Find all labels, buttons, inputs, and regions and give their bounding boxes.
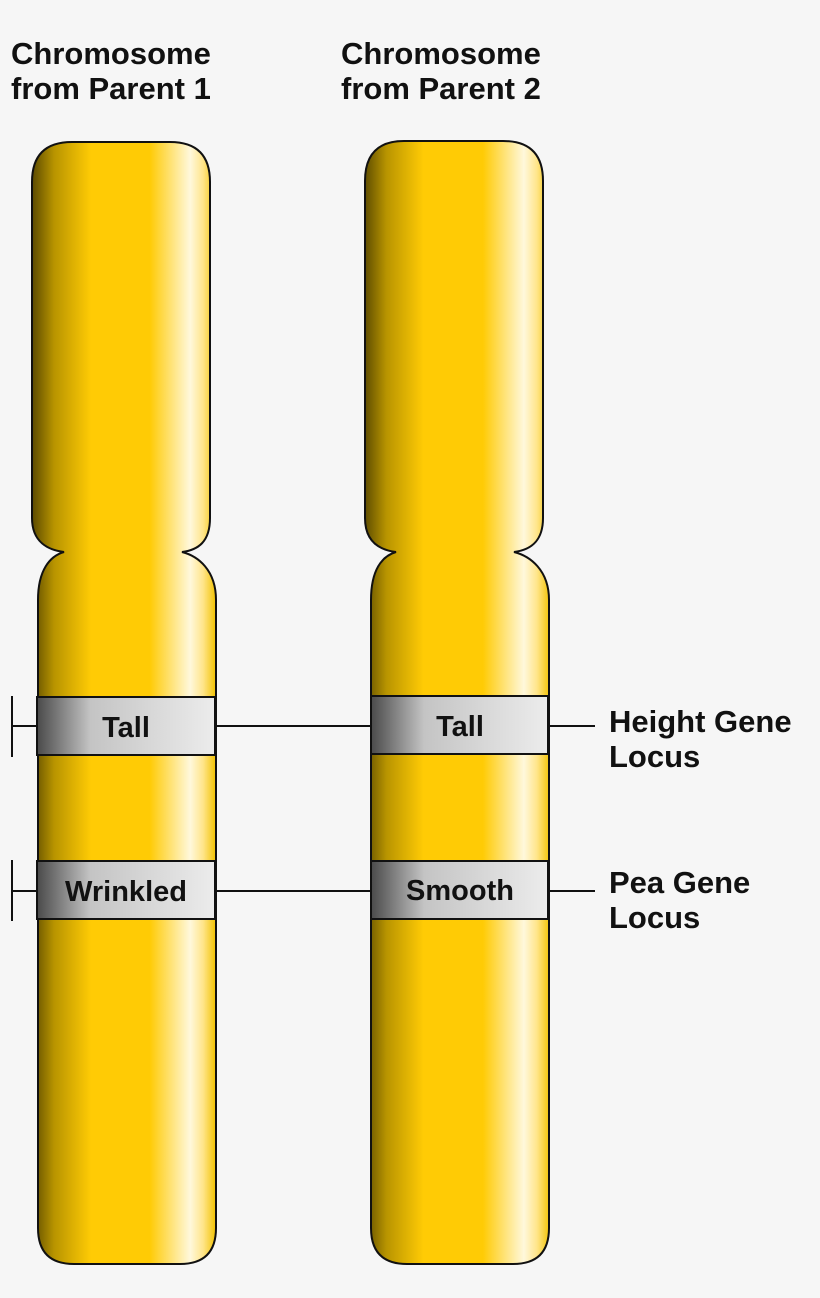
chromosome-1-band-height-label: Tall (102, 712, 150, 744)
chromosome-2-title-line1: Chromosome (341, 36, 541, 71)
chromosome-1-band-pea (36, 860, 216, 920)
pea-gene-locus-label: Pea Gene Locus (609, 865, 750, 935)
chromosome-2-title: Chromosome from Parent 2 (341, 36, 541, 106)
chromosome-1-title-line2: from Parent 1 (11, 71, 211, 106)
chromosome-2-band-pea-label: Smooth (406, 875, 514, 907)
chromosome-2-band-height (370, 695, 549, 755)
chromosome-2-band-pea (370, 860, 549, 920)
pea-locus-line1: Pea Gene (609, 865, 751, 900)
chromosome-1-band-pea-label: Wrinkled (65, 876, 187, 908)
chromosome-2-title-line2: from Parent 2 (341, 71, 541, 106)
chromosome-1-title-line1: Chromosome (11, 36, 211, 71)
chromosome-1: Tall Wrinkled (31, 141, 217, 1265)
chromosome-2: Tall Smooth (364, 140, 550, 1265)
height-locus-line2: Locus (609, 739, 701, 774)
chromosome-2-band-height-label: Tall (436, 711, 484, 743)
height-gene-locus-label: Height Gene Locus (609, 704, 792, 774)
chromosome-1-title: Chromosome from Parent 1 (11, 36, 211, 106)
pea-locus-line2: Locus (609, 900, 701, 935)
height-locus-line1: Height Gene (609, 704, 792, 739)
chromosome-1-band-height (36, 696, 216, 756)
